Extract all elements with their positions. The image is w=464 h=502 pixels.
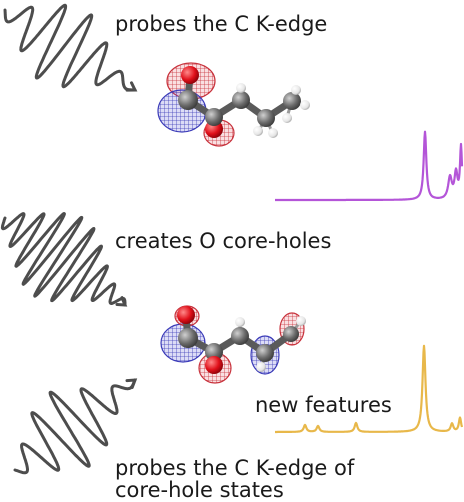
ball-and-stick-molecule-icon <box>157 62 310 147</box>
x-ray-pulse-icon <box>13 378 138 475</box>
new-features-label: new features <box>255 393 392 417</box>
absorption-spectrum-icon <box>274 344 464 434</box>
probe-ground-state-label: probes the C K-edge <box>115 12 328 36</box>
ball-and-stick-molecule-icon <box>160 305 306 384</box>
probe-core-hole-states-label-line2: core-hole states <box>115 478 284 502</box>
absorption-spectrum-icon <box>274 130 464 202</box>
pump-core-hole-label: creates O core-holes <box>115 229 332 253</box>
x-ray-pulse-icon <box>3 3 138 92</box>
probe-core-hole-states-label-line1: probes the C K-edge of <box>115 456 355 480</box>
x-ray-pulse-icon <box>0 212 128 307</box>
